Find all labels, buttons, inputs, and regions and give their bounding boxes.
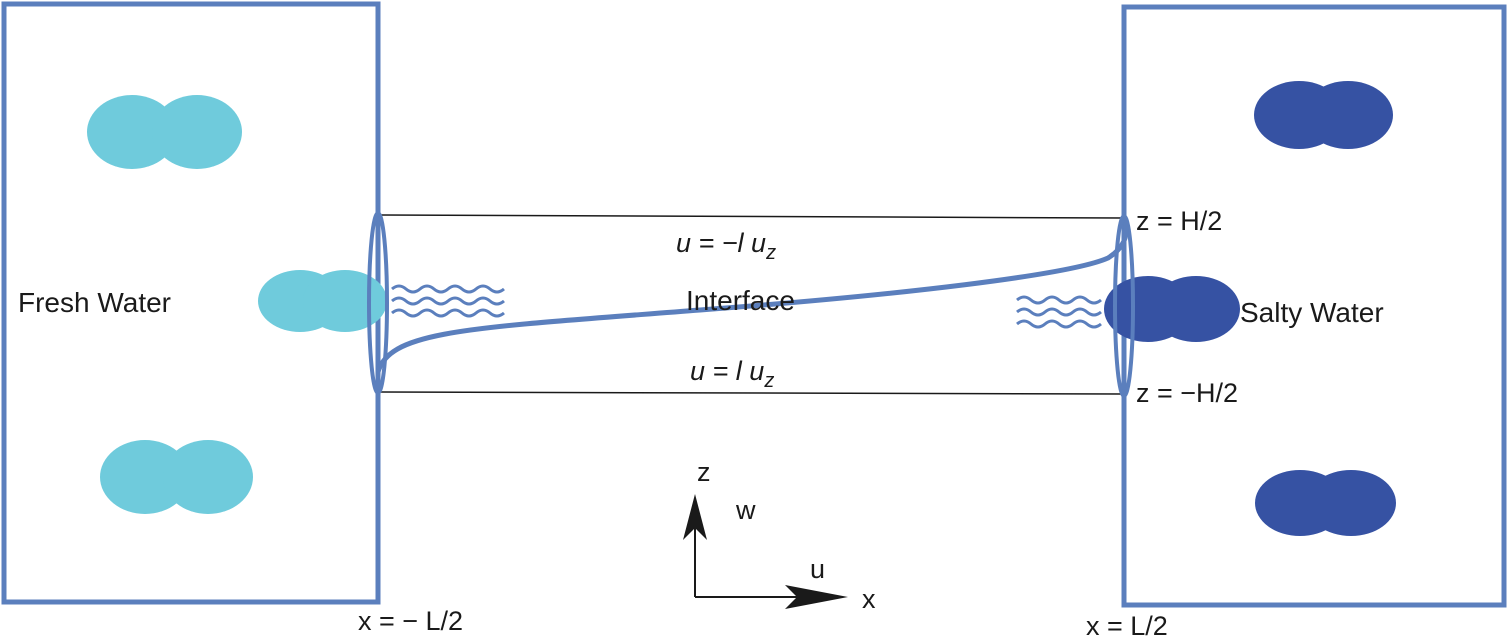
u-bottom-subscript: z: [763, 370, 774, 392]
salty-water-blob-icon: [1255, 470, 1396, 536]
interface-curve: [375, 221, 1129, 373]
fresh-water-blob-icon: [258, 270, 387, 332]
interface-label: Interface: [686, 285, 795, 316]
fresh-water-label: Fresh Water: [18, 287, 171, 318]
z-top-label: z = H/2: [1136, 206, 1222, 236]
axis-x-label: x: [862, 584, 876, 614]
axis-z-label: z: [697, 457, 711, 487]
u-top-equation: u = −l uz: [676, 228, 776, 264]
axis-u-label: u: [810, 554, 825, 584]
fresh-water-blob-icon: [100, 440, 253, 514]
u-top-text: u = −l u: [676, 228, 766, 258]
salty-water-blob-icon: [1104, 276, 1240, 342]
diffusion-wave-icon: [391, 284, 505, 318]
z-bottom-label: z = −H/2: [1136, 378, 1238, 408]
u-bottom-text: u = l u: [690, 356, 764, 386]
salty-water-label: Salty Water: [1240, 297, 1384, 328]
channel-bottom-wall: [377, 391, 1125, 395]
x-right-label: x = L/2: [1086, 611, 1168, 638]
axis-w-label: w: [735, 495, 756, 525]
x-left-label: x = − L/2: [358, 606, 463, 636]
u-top-subscript: z: [765, 242, 776, 264]
z-axis-arrowhead: [683, 494, 707, 540]
outlet-cross-section: [1113, 214, 1135, 398]
diffusion-wave-icon: [1016, 295, 1102, 329]
u-bottom-equation: u = l uz: [690, 356, 774, 392]
channel-top-wall: [377, 214, 1125, 219]
x-axis-arrowhead: [785, 585, 848, 609]
inlet-cross-section: [367, 211, 389, 395]
salty-water-blob-icon: [1254, 81, 1393, 149]
fresh-water-blob-icon: [87, 95, 242, 169]
